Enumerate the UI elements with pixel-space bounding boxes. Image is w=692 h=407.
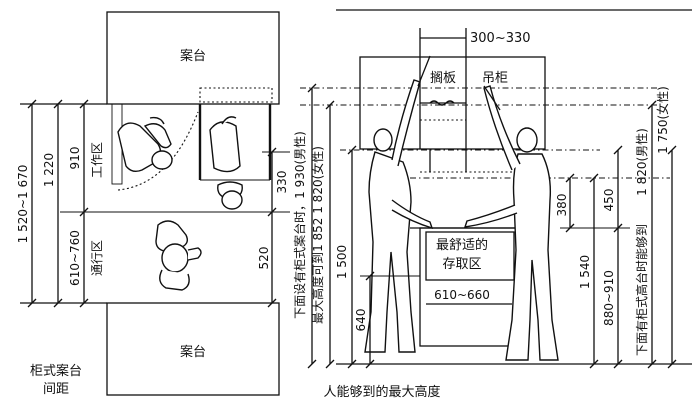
vertical-left-line1: 下面设有柜式案台时，1 930(男性)	[292, 131, 307, 319]
dim-880-text: 880~910	[602, 270, 616, 326]
vertical-left-line2: 最大高度可到1 852 1 820(女性)	[310, 146, 325, 324]
dim-610-660-text: 610~660	[434, 288, 490, 302]
plan-view: 案台 案台	[16, 11, 290, 397]
dim-330-text: 330	[275, 171, 289, 194]
comfort-zone-line1: 最舒适的	[436, 237, 488, 253]
dim-640-text: 640	[354, 309, 368, 332]
dim-1540-text: 1 540	[578, 255, 592, 289]
counter-top-box	[106, 11, 280, 105]
elevation-caption: 人能够到的最大高度	[323, 384, 440, 400]
vertical-right-line2: 下面有柜式高台时能够到	[634, 224, 649, 356]
counter-bottom-box	[106, 302, 280, 396]
dim-outer-text: 1 520~1 670	[16, 165, 30, 244]
comfort-zone-box	[425, 231, 515, 281]
person-at-counter	[209, 116, 243, 210]
wall-cabinet-label: 吊柜	[482, 71, 508, 86]
dim-450-text: 450	[602, 189, 616, 212]
counter-top-label: 案台	[180, 49, 206, 64]
dim-380-text: 380	[555, 194, 569, 217]
person-walking	[155, 220, 202, 291]
drawer-right	[199, 87, 273, 103]
wall-cabinet-box	[359, 56, 546, 150]
shelf-label: 搁板	[430, 71, 456, 86]
counter-bottom-label: 案台	[180, 345, 206, 360]
plan-caption-line2: 间距	[43, 382, 69, 397]
dim-300-text: 300~330	[470, 31, 531, 46]
comfort-zone-line2: 存取区	[442, 257, 481, 272]
vertical-right-line1: 1 820(男性)	[635, 128, 649, 196]
person-male-right	[463, 85, 559, 361]
elevation-view: 搁板 吊柜 300~330 最舒适的 存取区 610~660	[292, 9, 692, 400]
dim-1220-text: 1 220	[42, 153, 56, 187]
person-female-left	[364, 79, 434, 353]
plan-caption-line1: 柜式案台	[30, 364, 82, 379]
dim-910-text: 910	[68, 147, 82, 170]
person-crouching	[117, 116, 173, 173]
dim-610-text: 610~760	[68, 230, 82, 286]
dim-1750-text: 1 750(女性)	[655, 86, 670, 154]
zone-pass-text: 通行区	[90, 240, 104, 276]
dim-520-text: 520	[257, 247, 271, 270]
zone-work-text: 工作区	[90, 142, 104, 178]
dim-1500-text: 1 500	[335, 245, 349, 279]
